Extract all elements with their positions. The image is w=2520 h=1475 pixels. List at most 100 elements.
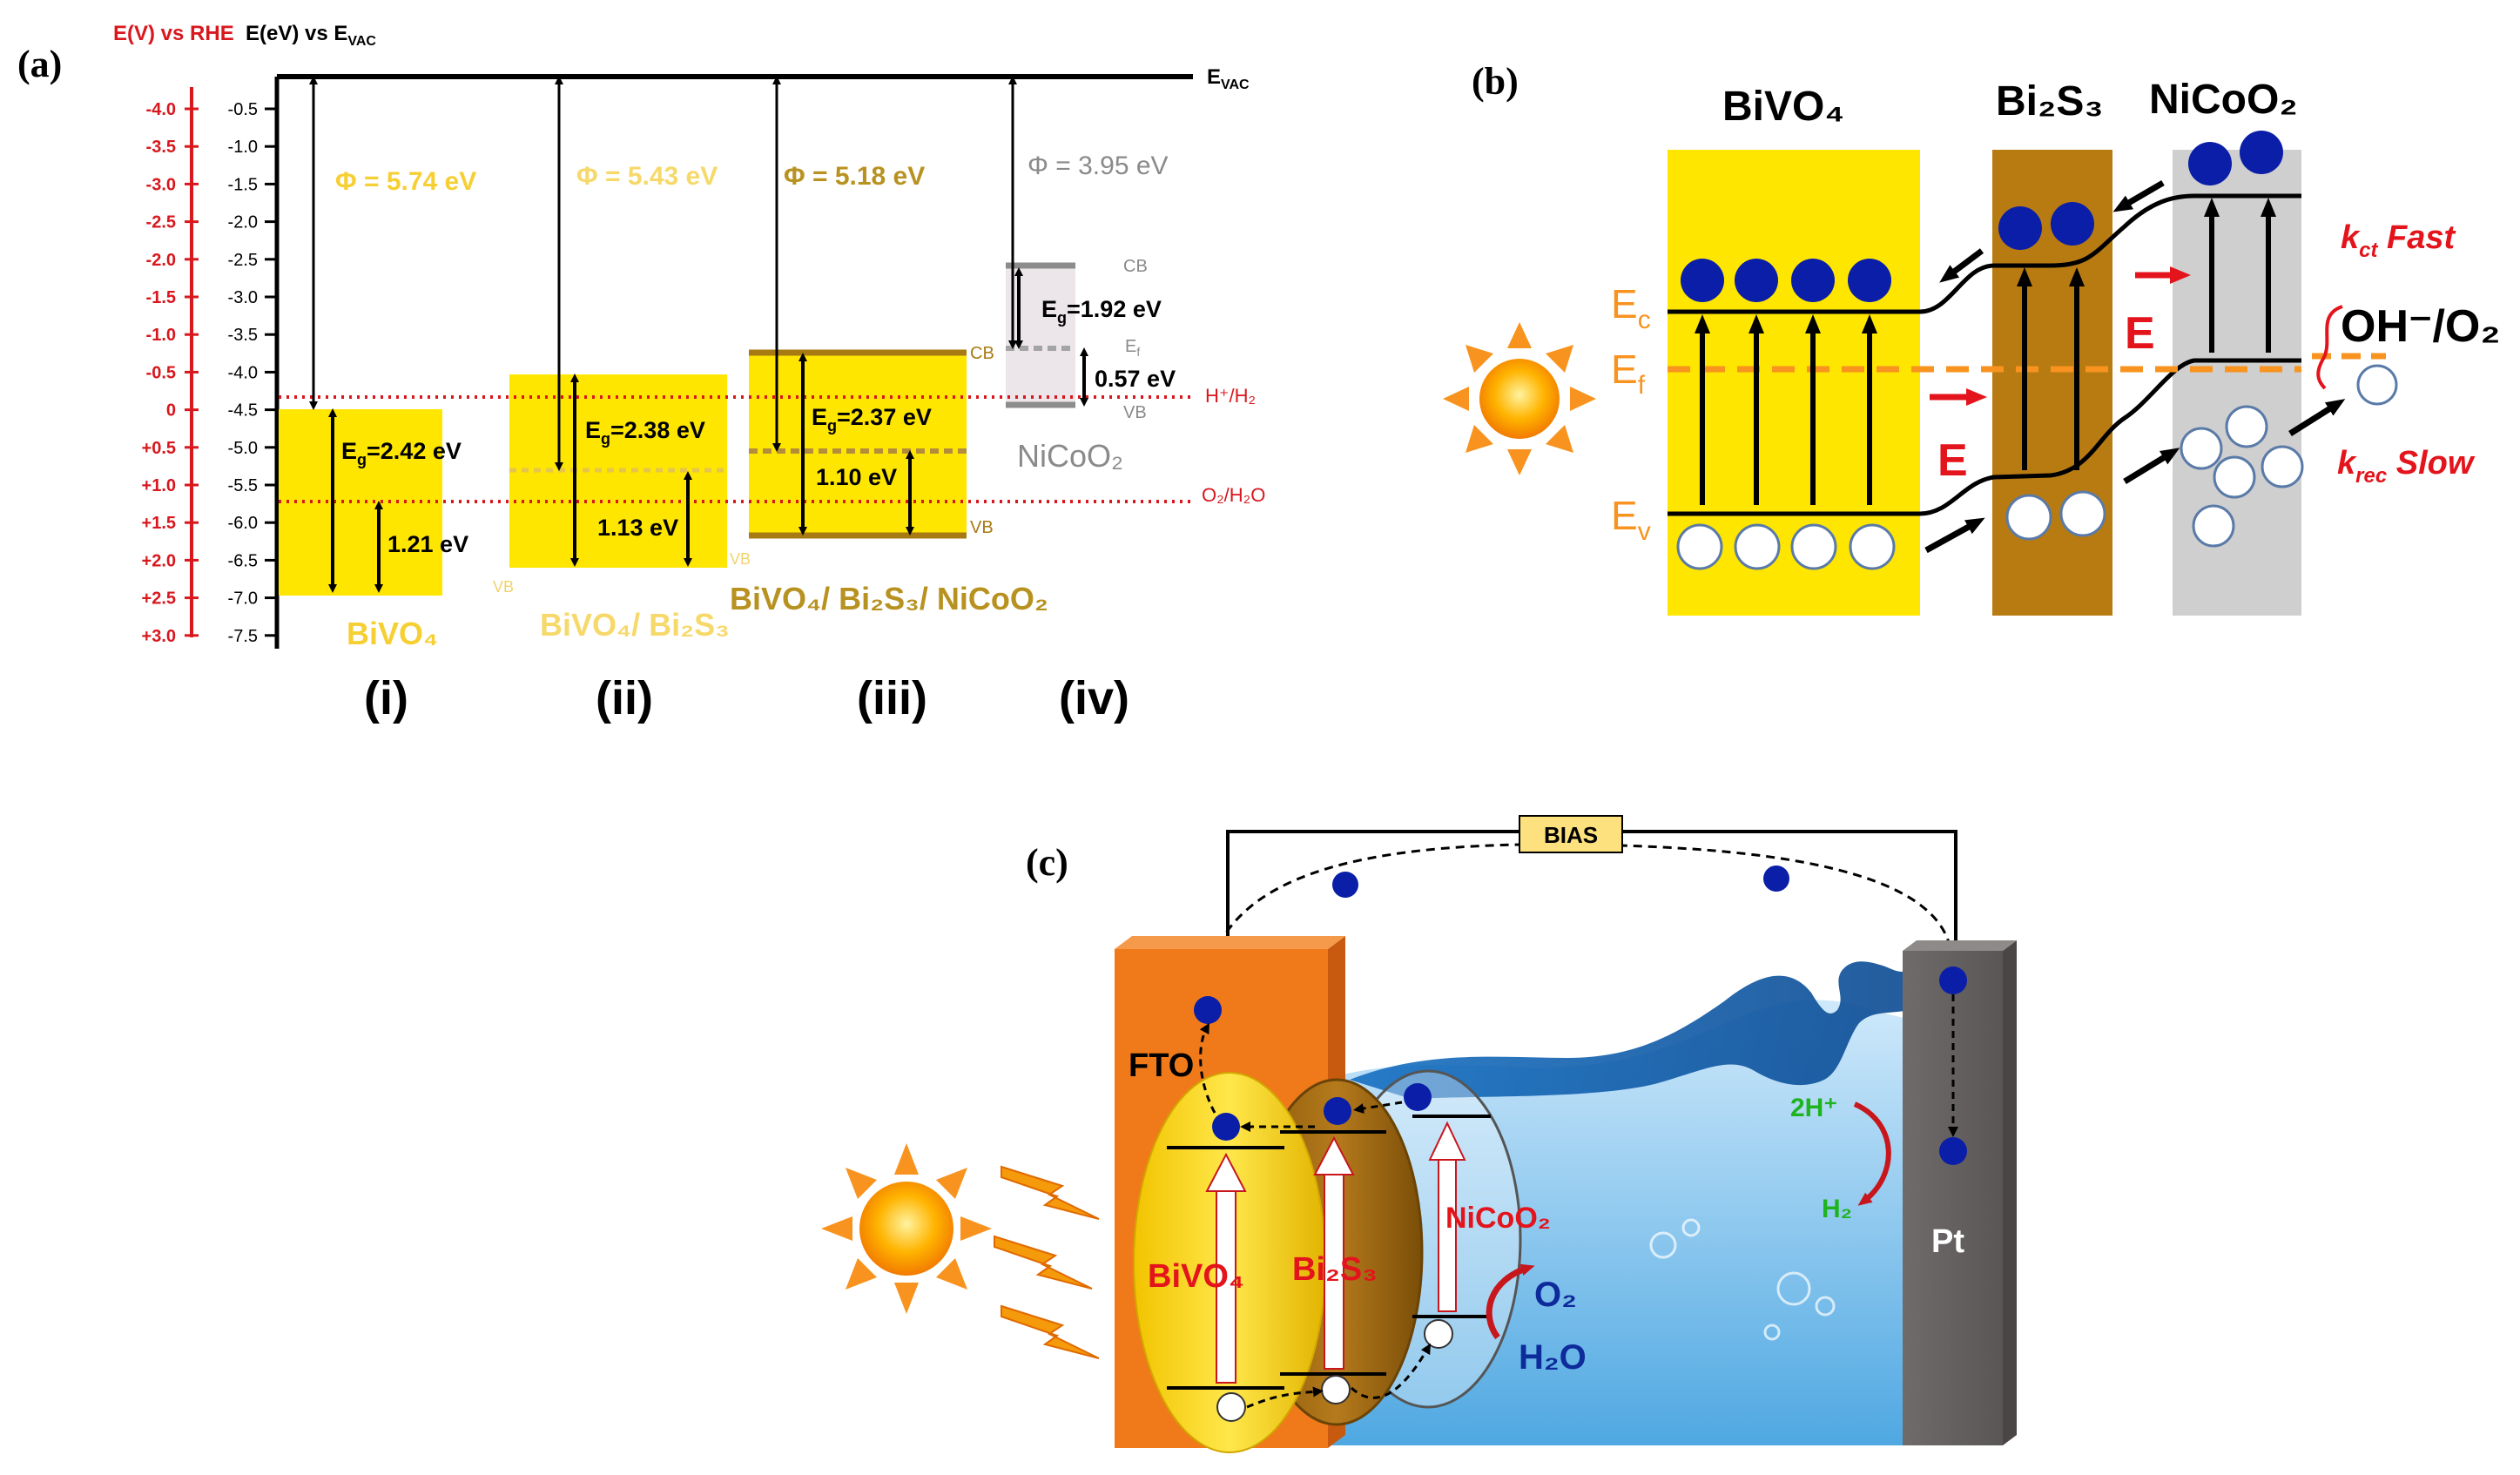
panel-c-label: (c) <box>1026 841 1068 884</box>
evac-label: EVAC <box>1207 65 1250 92</box>
nicoo2-label-c: NiCoO₂ <box>1445 1202 1551 1235</box>
wire-electron-left <box>1332 872 1358 898</box>
title-bi2s3: Bi₂S₃ <box>1996 78 2104 125</box>
band-ternary <box>749 353 967 535</box>
excitation-arrows <box>1695 198 2276 505</box>
eg-label-iii: Eg=2.37 eV <box>812 404 932 434</box>
title-nicoo2: NiCoO₂ <box>2149 77 2298 123</box>
rhe-tick-label: 0 <box>166 401 176 421</box>
h2o-label: H₂O <box>1519 1338 1587 1377</box>
wf-label-i: Φ = 5.74 eV <box>335 167 476 196</box>
rhe-tick-label: -0.5 <box>146 363 176 382</box>
electrons-c <box>1194 996 1432 1141</box>
panel-b: (b) BiVO₄ Bi₂S₃ NiCoO₂ <box>1443 60 2500 616</box>
axis-rhe-title: E(V) vs RHE <box>113 22 234 45</box>
nicoo2-bar <box>2173 150 2301 616</box>
band-lines-c <box>1167 1115 1491 1390</box>
vac-tick-label: -4.5 <box>228 401 258 421</box>
material-label-ii: BiVO₄/ Bi₂S₃ <box>540 607 730 643</box>
panel-b-label: (b) <box>1472 60 1519 103</box>
pt-label: Pt <box>1931 1223 1964 1260</box>
band-bivo4 <box>279 409 442 596</box>
ef-label: Ef <box>1611 347 1646 400</box>
h2-label: H₂ <box>1822 1195 1852 1223</box>
vb-label-i: VB <box>493 578 514 596</box>
rhe-tick-label: +1.0 <box>142 476 176 495</box>
wf-label-ii: Φ = 5.43 eV <box>576 162 718 191</box>
cb-label-iv: CB <box>1123 257 1148 276</box>
vac-tick-label: -1.0 <box>228 138 258 157</box>
holes-b <box>1676 364 2398 570</box>
krec-label: krec Slow <box>2337 445 2476 488</box>
rhe-tick-label: -2.0 <box>146 251 176 270</box>
rhe-ticks: -4.0-3.5-3.0-2.5-2.0-1.5-1.0-0.50+0.5+1.… <box>142 100 199 646</box>
rhe-tick-label: +3.0 <box>142 627 176 646</box>
band-nicoo2 <box>1006 266 1075 405</box>
bivo4-vb-edge <box>1668 358 2301 516</box>
pt-electron-bottom <box>1939 1137 1967 1165</box>
axis-vac-title: E(eV) vs EVAC <box>246 22 376 49</box>
h2-reaction-arrow <box>1853 1101 1891 1206</box>
rhe-tick-label: -3.5 <box>146 138 176 157</box>
panel-a-label: (a) <box>17 43 62 85</box>
rhe-tick-label: +0.5 <box>142 439 176 458</box>
pt-side <box>2003 940 2017 1445</box>
wf-label-iv: Φ = 3.95 eV <box>1028 152 1169 180</box>
o2-label: O₂ <box>1534 1276 1577 1314</box>
vac-tick-label: -5.0 <box>228 439 258 458</box>
bias-box <box>1519 815 1623 853</box>
excitation-arrows-c <box>1205 1121 1466 1384</box>
wf-label-iii: Φ = 5.18 eV <box>784 162 925 191</box>
vb-label-ii: VB <box>730 550 751 568</box>
offset-label-iv: 0.57 eV <box>1095 366 1176 392</box>
material-label-i: BiVO₄ <box>347 616 438 651</box>
ev-label: Ev <box>1611 493 1651 546</box>
fto-top <box>1115 936 1345 949</box>
charge-paths-c <box>1199 1022 1431 1409</box>
h2-redox-label: H⁺/H₂ <box>1205 385 1256 407</box>
cb-label-iii: CB <box>970 344 994 363</box>
water-bubbles <box>1649 1218 1836 1341</box>
ef-label-iv: Ef <box>1125 337 1140 359</box>
vac-tick-label: -5.5 <box>228 476 258 495</box>
panel-c: (c) BIAS FTO Pt 2H⁺ <box>821 815 2017 1453</box>
vac-tick-label: -4.0 <box>228 363 258 382</box>
sun-icon-c <box>821 1143 992 1314</box>
transfer-arrows <box>1924 179 2346 554</box>
vac-tick-label: -6.0 <box>228 514 258 533</box>
rhe-tick-label: +1.5 <box>142 514 176 533</box>
electrons-b <box>1681 131 2283 302</box>
rhe-tick-label: -2.5 <box>146 213 176 232</box>
vac-tick-label: -7.5 <box>228 627 258 646</box>
vac-tick-label: -7.0 <box>228 589 258 609</box>
panel-a: (a) E(V) vs RHE E(eV) vs EVAC -4.0 -3.5 -3… <box>17 22 1265 724</box>
vac-tick-label: -0.5 <box>228 100 258 119</box>
bivo4-cb-edge <box>1668 193 2301 314</box>
rhe-tick-label: +2.0 <box>142 551 176 570</box>
vac-ticks: -0.5 -1.0 -1.5 -2.0 -2.5 -3.0 -3.5 -4.0 -4.5 -5.0… <box>228 100 277 646</box>
vac-tick-label: -1.5 <box>228 175 258 194</box>
offset-label-i: 1.21 eV <box>387 531 468 557</box>
rhe-tick-label: -3.0 <box>146 175 176 194</box>
vac-tick-label: -2.5 <box>228 251 258 270</box>
vac-tick-label: -2.0 <box>228 213 258 232</box>
roman-iv: (iv) <box>1059 672 1129 724</box>
vac-tick-label: -3.5 <box>228 326 258 345</box>
vac-tick-label: -3.0 <box>228 288 258 307</box>
field-label-left: E <box>1937 435 1968 486</box>
offset-label-iii: 1.10 eV <box>816 464 897 490</box>
o2-reaction-arrow <box>1486 1263 1535 1340</box>
redox-label: OH⁻/O₂ <box>2341 301 2500 352</box>
fto-label: FTO <box>1129 1047 1194 1084</box>
bivo4-label-c: BiVO₄ <box>1148 1258 1244 1295</box>
rhe-tick-label: -1.5 <box>146 288 176 307</box>
eg-label-iv: Eg=1.92 eV <box>1041 296 1162 327</box>
holes-c <box>1216 1319 1453 1422</box>
roman-ii: (ii) <box>596 672 653 724</box>
lightning-icons <box>994 1165 1100 1359</box>
vb-label-iii: VB <box>970 518 994 537</box>
ec-label: Ec <box>1611 281 1651 334</box>
roman-iii: (iii) <box>857 672 927 724</box>
title-bivo4: BiVO₄ <box>1722 84 1844 130</box>
